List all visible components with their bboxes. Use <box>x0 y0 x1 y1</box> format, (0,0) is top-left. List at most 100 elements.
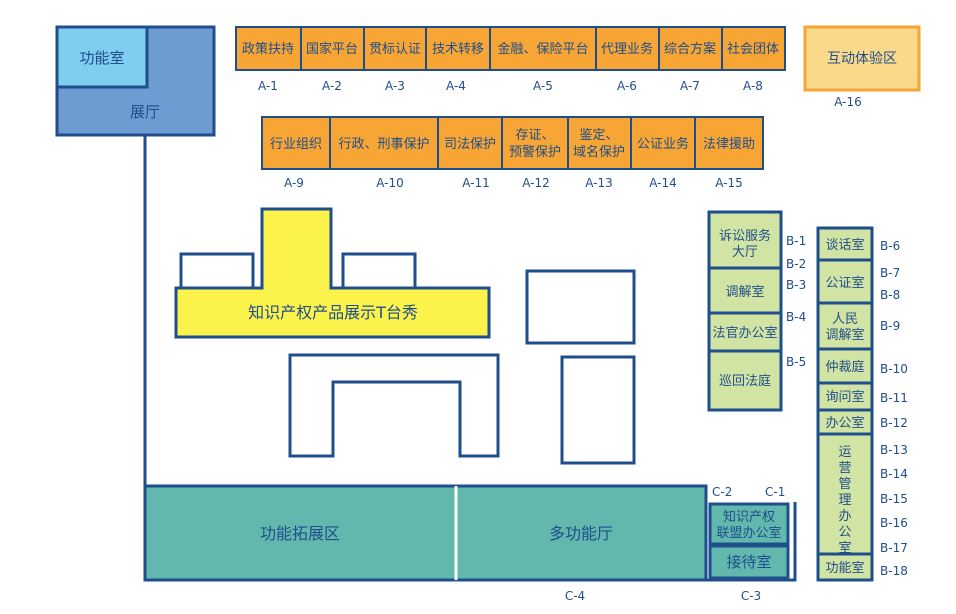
code-c3: C-3 <box>741 589 761 603</box>
litigation-hall-label-2: 大厅 <box>732 245 758 260</box>
booth-a6-label: 代理业务 <box>601 41 653 57</box>
alliance-office <box>708 502 790 546</box>
code-b17: B-17 <box>880 541 908 555</box>
inquiry-room-label: 询问室 <box>825 389 864 405</box>
booth-a1-label: 政策扶持 <box>242 41 294 57</box>
code-b7: B-7 <box>880 266 900 280</box>
display-box-lower-right <box>560 355 636 465</box>
code-b6: B-6 <box>880 239 900 253</box>
booth-a4-label: 技术转移 <box>432 42 484 57</box>
people-mediation-label-2: 调解室 <box>825 327 864 343</box>
reception-room-label: 接待室 <box>726 553 771 571</box>
booth-a12 <box>501 116 569 170</box>
code-b16: B-16 <box>880 516 908 530</box>
t-stage <box>174 207 491 339</box>
code-b11: B-11 <box>880 391 908 405</box>
booth-a1 <box>235 26 302 71</box>
booth-a8-label: 社会团体 <box>727 41 779 57</box>
code-b2: B-2 <box>786 257 806 271</box>
booth-a12-label-2: 预警保护 <box>509 144 561 160</box>
code-a5: A-5 <box>533 79 553 93</box>
multi-function-hall-label: 多功能厅 <box>549 524 613 543</box>
b-right-frame <box>816 226 874 582</box>
b-left-column: 诉讼服务 大厅 调解室 法官办公室 巡回法庭 B-1 B-2 B-3 B-4 B… <box>707 210 806 412</box>
code-c2: C-2 <box>712 485 732 499</box>
code-b10: B-10 <box>880 362 908 376</box>
booth-a2-label: 国家平台 <box>306 41 358 57</box>
code-a6: A-6 <box>617 79 637 93</box>
ops-office-char: 办 <box>838 509 851 524</box>
code-a8: A-8 <box>743 79 763 93</box>
judge-office-label: 法官办公室 <box>712 325 777 341</box>
booth-a3-label: 贯标认证 <box>369 42 421 57</box>
booth-a13-label-2: 域名保护 <box>573 144 625 160</box>
ops-office-char: 营 <box>838 461 851 476</box>
code-b18: B-18 <box>880 564 908 578</box>
code-a12: A-12 <box>522 176 550 190</box>
code-c4: C-4 <box>565 589 585 603</box>
code-a1: A-1 <box>258 79 278 93</box>
booth-a7 <box>658 26 723 71</box>
code-a16: A-16 <box>834 95 862 109</box>
code-a11: A-11 <box>462 176 490 190</box>
booth-a11-label: 司法保护 <box>444 137 496 152</box>
multi-function-hall <box>454 484 708 582</box>
arbitration-court-label: 仲裁庭 <box>825 359 864 375</box>
ops-office-char: 管 <box>838 477 851 492</box>
code-b13: B-13 <box>880 443 908 457</box>
row-a-second: 行业组织 行政、刑事保护 司法保护 存证、 预警保护 鉴定、 域名保护 公证业务… <box>261 116 764 190</box>
ops-office-char: 运 <box>838 445 851 460</box>
b-right-column: 谈话室 公证室 人民 调解室 仲裁庭 询问室 办公室 运 营 管 理 办 公 室… <box>816 226 908 582</box>
booth-a12-label-1: 存证、 <box>515 128 554 143</box>
code-b14: B-14 <box>880 467 908 481</box>
code-a2: A-2 <box>322 79 342 93</box>
code-a10: A-10 <box>376 176 404 190</box>
booth-a10-label: 行政、刑事保护 <box>338 137 429 152</box>
code-b15: B-15 <box>880 492 908 506</box>
code-b4: B-4 <box>786 310 806 324</box>
function-room-top <box>55 25 149 89</box>
booth-a14 <box>630 116 696 170</box>
circuit-court-label: 巡回法庭 <box>719 373 771 389</box>
code-c1: C-1 <box>765 485 785 499</box>
booth-a5-label: 金融、保险平台 <box>497 41 588 57</box>
t-stage-label: 知识产权产品展示T台秀 <box>248 303 418 322</box>
booth-a11 <box>437 116 503 170</box>
alliance-office-label-2: 联盟办公室 <box>716 525 781 541</box>
code-b5: B-5 <box>786 355 806 369</box>
code-a7: A-7 <box>680 79 700 93</box>
code-a9: A-9 <box>284 176 304 190</box>
ops-office-char: 理 <box>838 493 851 508</box>
code-b3: B-3 <box>786 278 806 292</box>
litigation-hall-label-1: 诉讼服务 <box>719 228 771 244</box>
people-mediation-label-1: 人民 <box>832 312 858 327</box>
ops-office-char: 室 <box>838 540 851 556</box>
ops-office-char: 公 <box>838 525 851 540</box>
display-counter-u <box>288 353 500 458</box>
hall-label: 展厅 <box>130 103 160 121</box>
booth-a10 <box>329 116 439 170</box>
code-a14: A-14 <box>649 176 677 190</box>
notary-room-label: 公证室 <box>825 275 864 291</box>
booth-a7-label: 综合方案 <box>664 41 716 57</box>
talk-room-label: 谈话室 <box>825 237 864 253</box>
alliance-office-label-1: 知识产权 <box>723 509 775 525</box>
booth-a15-label: 法律援助 <box>703 137 755 152</box>
display-box-upper-right <box>525 269 636 345</box>
booth-a15 <box>694 116 764 170</box>
interactive-zone-label: 互动体验区 <box>827 51 897 67</box>
booth-a13 <box>567 116 632 170</box>
code-b12: B-12 <box>880 416 908 430</box>
function-room-b18-label: 功能室 <box>825 560 864 576</box>
interactive-zone <box>803 25 921 92</box>
office-room-label: 办公室 <box>825 415 864 431</box>
code-a13: A-13 <box>585 176 613 190</box>
code-a4: A-4 <box>446 79 466 93</box>
code-a15: A-15 <box>715 176 743 190</box>
booth-a9-label: 行业组织 <box>270 137 322 152</box>
booth-a8 <box>721 26 786 71</box>
b-left-frame <box>707 210 783 412</box>
function-room-label: 功能室 <box>79 49 124 67</box>
code-b8: B-8 <box>880 288 900 302</box>
